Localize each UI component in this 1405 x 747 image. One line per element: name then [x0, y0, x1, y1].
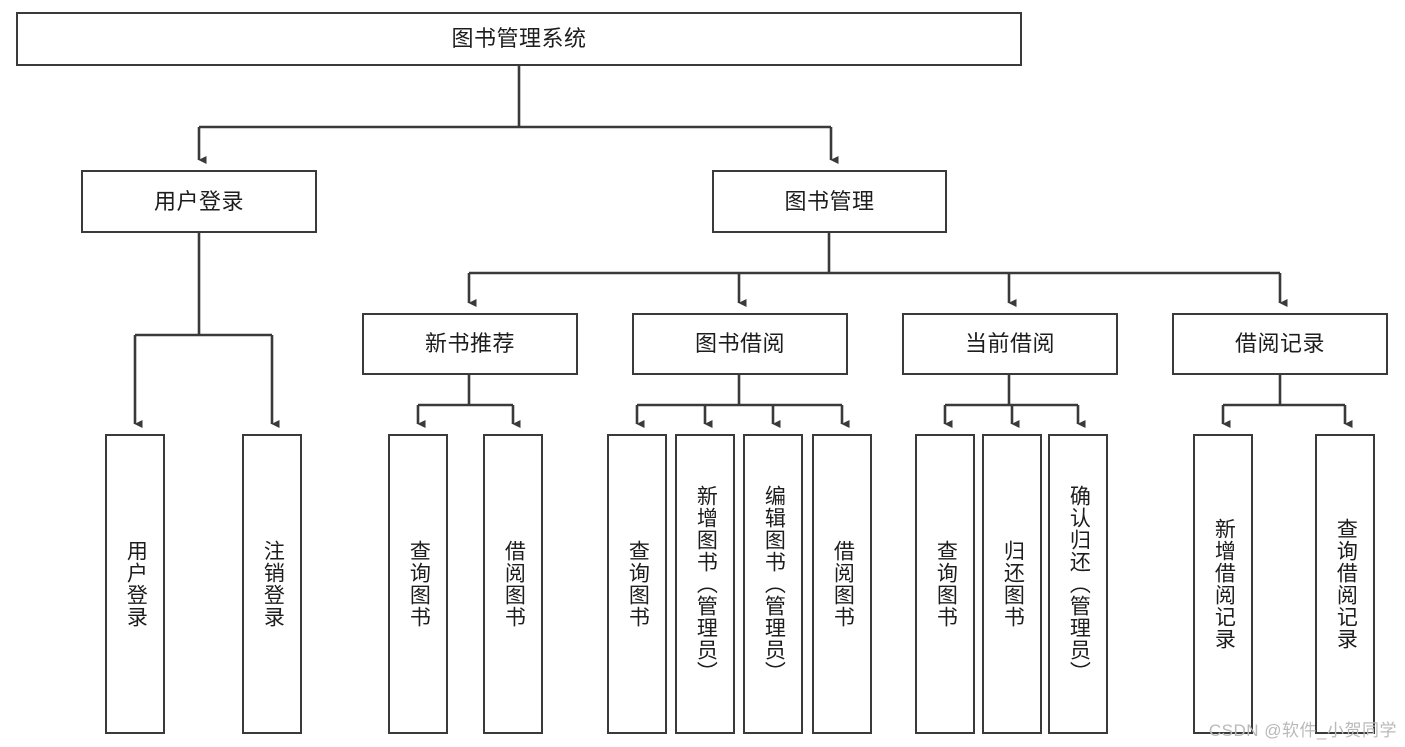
node-borrow-record[interactable]: 借阅记录	[1172, 313, 1388, 375]
leaf-borrow-book-recommend[interactable]: 借阅图书	[483, 434, 543, 734]
leaf-query-book-current[interactable]: 查询图书	[915, 434, 975, 734]
leaf-query-borrow-record[interactable]: 查询借阅记录	[1315, 434, 1375, 734]
node-label: 借阅图书	[502, 540, 526, 628]
leaf-return-book[interactable]: 归还图书	[982, 434, 1042, 734]
node-label: 图书管理	[784, 188, 875, 214]
node-label: 查询图书	[407, 540, 431, 628]
node-label: 图书管理系统	[451, 26, 587, 52]
node-label: 借阅图书	[831, 540, 855, 628]
node-label: 查询借阅记录	[1334, 518, 1358, 650]
node-book-borrow[interactable]: 图书借阅	[632, 313, 848, 375]
node-label: 用户登录	[124, 540, 148, 628]
node-label: 新书推荐	[424, 331, 515, 357]
node-label: 归还图书	[1001, 540, 1025, 628]
node-label: 用户登录	[153, 188, 244, 214]
node-book-management[interactable]: 图书管理	[712, 170, 947, 233]
node-label: 编辑图书（管理员）	[762, 485, 786, 683]
node-label: 确认归还（管理员）	[1067, 485, 1091, 683]
node-current-borrow[interactable]: 当前借阅	[902, 313, 1118, 375]
node-user-login[interactable]: 用户登录	[81, 170, 317, 233]
leaf-borrow-book[interactable]: 借阅图书	[812, 434, 872, 734]
node-new-book-recommend[interactable]: 新书推荐	[362, 313, 578, 375]
node-label: 借阅记录	[1234, 331, 1325, 357]
node-root[interactable]: 图书管理系统	[16, 12, 1022, 66]
leaf-edit-book-admin[interactable]: 编辑图书（管理员）	[743, 434, 803, 734]
node-label: 查询图书	[626, 540, 650, 628]
node-label: 图书借阅	[694, 331, 785, 357]
leaf-confirm-return-admin[interactable]: 确认归还（管理员）	[1048, 434, 1108, 734]
node-label: 注销登录	[261, 540, 285, 628]
node-label: 新增图书（管理员）	[694, 485, 718, 683]
node-label: 当前借阅	[964, 331, 1055, 357]
node-label: 新增借阅记录	[1212, 518, 1236, 650]
leaf-query-book-borrow[interactable]: 查询图书	[607, 434, 667, 734]
node-label: 查询图书	[934, 540, 958, 628]
leaf-add-borrow-record[interactable]: 新增借阅记录	[1193, 434, 1253, 734]
leaf-query-book-recommend[interactable]: 查询图书	[388, 434, 448, 734]
leaf-add-book-admin[interactable]: 新增图书（管理员）	[675, 434, 735, 734]
leaf-user-login[interactable]: 用户登录	[105, 434, 165, 734]
leaf-logout[interactable]: 注销登录	[242, 434, 302, 734]
